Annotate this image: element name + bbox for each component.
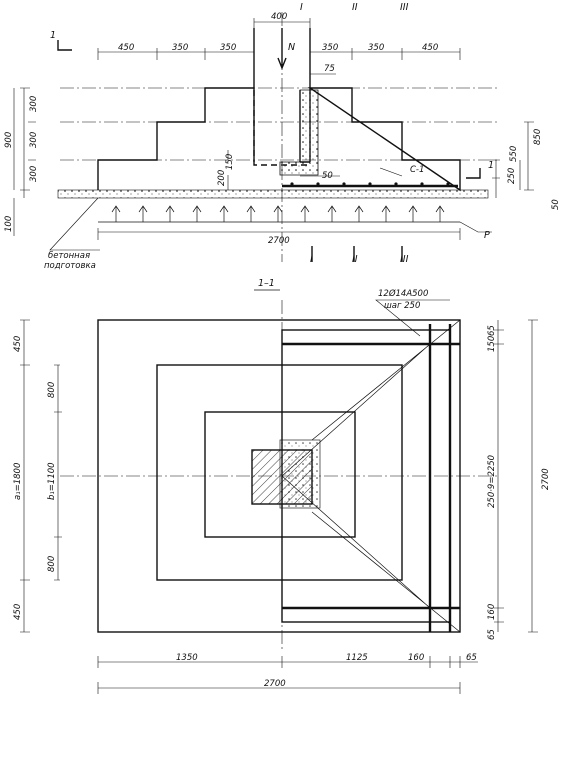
roman-mark-1: I — [300, 2, 303, 13]
dim-150: 150 — [225, 154, 235, 170]
load-arrow — [277, 28, 287, 70]
plan-dim-right-2250: 250·9=2250 — [487, 455, 497, 508]
dim-cover-75: 75 — [324, 64, 335, 74]
force-label: N — [288, 42, 295, 53]
section-view: N 400 450 350 350 350 350 450 75 1 1 I I… — [4, 2, 561, 271]
dim-right-850: 850 — [533, 129, 543, 145]
plan-dim-bottom-160: 160 — [408, 653, 424, 663]
dim-left-total: 900 — [4, 132, 14, 148]
socket-grout — [279, 89, 319, 176]
plan-dim-bottom-1350: 1350 — [176, 653, 198, 663]
plan-dim-right-2700: 2700 — [541, 468, 551, 490]
plan-dim-bottom-2700: 2700 — [264, 679, 286, 689]
dim-left-1: 300 — [29, 96, 39, 112]
dim-right-550: 550 — [509, 146, 519, 162]
plan-dim-800-top: 800 — [47, 382, 57, 398]
dim-top-right-1: 350 — [322, 43, 338, 53]
roman-mark-3b: III — [400, 254, 409, 265]
rebar-diagonals — [281, 319, 461, 633]
plan-dim-left-450-bottom: 450 — [13, 604, 23, 620]
mesh-label: С-1 — [410, 165, 424, 175]
plan-view: 1–1 12Ø14А500 шаг 250 450 a₁=1800 450 80… — [13, 278, 551, 694]
plan-dim-right-65-bottom: 65 — [487, 629, 497, 640]
plan-dim-right-150: 150 — [487, 336, 497, 352]
concrete-bedding — [57, 189, 489, 199]
dim-200: 200 — [217, 170, 227, 186]
roman-mark-2: II — [352, 2, 358, 13]
section-mark-1-right: 1 — [488, 160, 494, 171]
dim-top-left-3: 350 — [220, 43, 236, 53]
plan-dim-b1: b₁=1100 — [47, 462, 57, 500]
plan-dim-right-65-top: 65 — [487, 325, 497, 336]
roman-mark-3: III — [400, 2, 409, 13]
dim-top-right-2: 350 — [368, 43, 384, 53]
plan-dim-a1: a₁=1800 — [13, 463, 23, 500]
rebar-spacing: шаг 250 — [384, 301, 420, 311]
dim-top-left-2: 350 — [172, 43, 188, 53]
plan-dim-right-160: 160 — [487, 604, 497, 620]
plan-dim-800-bottom: 800 — [47, 556, 57, 572]
note-line-1: бетонная — [48, 251, 90, 261]
dim-left-3: 300 — [29, 166, 39, 182]
foundation-outline — [97, 87, 461, 192]
mesh-dots — [290, 182, 450, 186]
dim-right-250: 250 — [507, 168, 517, 184]
plan-section-title: 1–1 — [258, 278, 275, 289]
note-line-2: подготовка — [44, 261, 96, 271]
plan-step-2 — [156, 364, 403, 581]
pressure-label: P — [484, 230, 490, 241]
rebar-spec: 12Ø14А500 — [378, 288, 428, 299]
dim-column-width: 400 — [271, 12, 287, 22]
plan-socket-grout — [279, 439, 321, 509]
plan-dim-bottom-65: 65 — [466, 653, 477, 663]
plan-step-3 — [204, 411, 356, 538]
dim-left-base: 100 — [4, 216, 14, 232]
plan-dim-bottom-1125: 1125 — [346, 653, 368, 663]
dim-top-left-1: 450 — [118, 43, 134, 53]
dim-bottom-2700: 2700 — [268, 236, 290, 246]
dim-left-2: 300 — [29, 132, 39, 148]
section-mark-1-left: 1 — [50, 30, 56, 41]
pressure-arrows — [98, 205, 460, 223]
plan-dim-left-450-top: 450 — [13, 336, 23, 352]
dim-top-right-3: 450 — [422, 43, 438, 53]
roman-mark-2b: II — [352, 254, 358, 265]
dim-right-50: 50 — [551, 199, 561, 210]
